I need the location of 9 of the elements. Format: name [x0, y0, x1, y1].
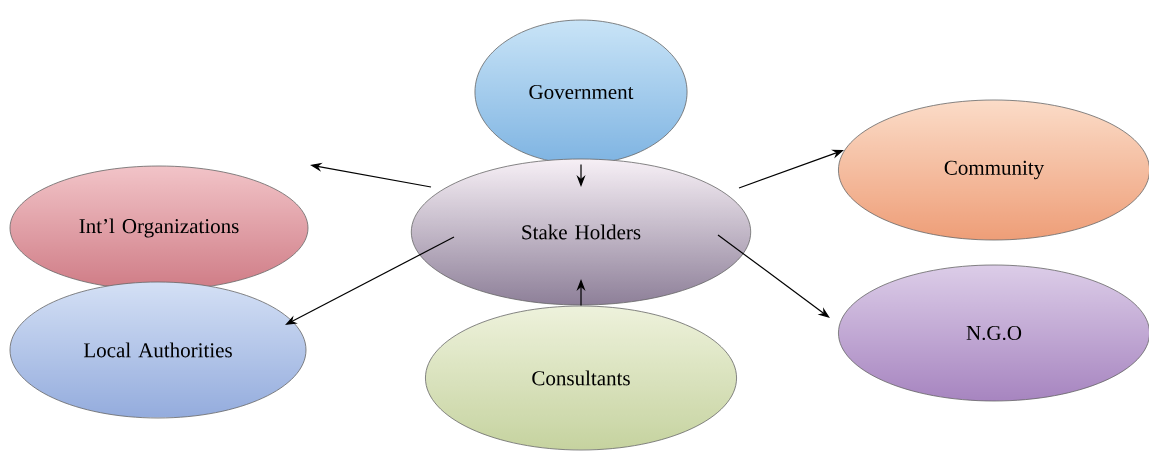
ellipse-node: Int’l Organizations	[9, 165, 309, 291]
arrow	[717, 234, 830, 318]
ellipse-node: Local Authorities	[9, 281, 307, 419]
ellipse-node: Government	[474, 19, 688, 165]
ellipse-node: Consultants	[425, 305, 737, 451]
ellipse-node: Community	[838, 99, 1149, 241]
ellipse-node: Stake Holders	[410, 158, 752, 306]
ellipse-node: N.G.O	[838, 264, 1149, 402]
arrow	[285, 236, 455, 325]
